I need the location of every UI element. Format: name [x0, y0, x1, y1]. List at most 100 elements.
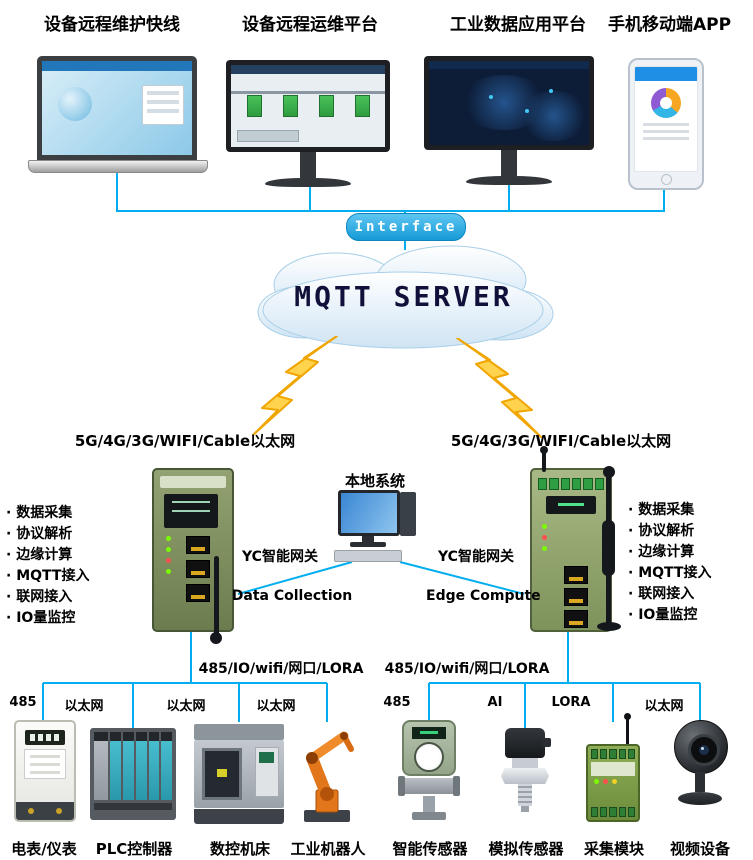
sensor-base — [412, 812, 446, 820]
meter-faceplate — [24, 749, 66, 779]
gateway-left-caption: Data Collection — [231, 588, 353, 604]
platform-label-remote-ops: 设备远程运维平台 — [242, 15, 378, 35]
plc-module — [123, 732, 134, 800]
camera-lens-ring — [688, 734, 720, 766]
electric-meter-device — [14, 720, 76, 822]
camera-head — [674, 720, 728, 774]
conn-label-ethernet: 以太网 — [644, 699, 684, 714]
laptop-base — [28, 160, 208, 173]
feature-item: MQTT接入 — [628, 563, 744, 584]
phone-device — [628, 58, 704, 190]
feature-item: IO量监控 — [628, 605, 744, 626]
meter-display — [25, 730, 65, 745]
pc-monitor — [338, 490, 400, 536]
gateway-leds — [166, 536, 171, 580]
lightning-bolt-right — [456, 338, 542, 438]
conn-label-ethernet: 以太网 — [64, 699, 104, 714]
phone-app-header — [635, 67, 697, 81]
gateway-body — [530, 446, 612, 632]
feature-item: 边缘计算 — [628, 542, 744, 563]
monitor-foot — [265, 178, 351, 187]
phone-list-row — [643, 137, 689, 140]
cable-gland — [543, 738, 551, 747]
conn-label-485: 485 — [9, 695, 37, 710]
cnc-chuck — [217, 769, 227, 777]
device-name-analog-sensor: 模拟传感器 — [488, 840, 564, 858]
laptop-login-panel — [142, 85, 184, 125]
gateway-antenna-stub — [540, 446, 548, 472]
transmitter-neck — [512, 758, 538, 768]
gateway-left-antenna-cap — [210, 632, 222, 644]
map-marker — [489, 95, 493, 99]
cnc-control-panel — [255, 747, 279, 797]
scada-table — [237, 130, 299, 142]
scada-screen — [231, 65, 385, 147]
platform-label-industrial-data: 工业数据应用平台 — [450, 15, 586, 35]
feature-list-right: 数据采集 协议解析 边缘计算 MQTT接入 联网接入 IO量监控 — [628, 500, 744, 626]
conn-label-ethernet: 以太网 — [256, 699, 296, 714]
gateway-right — [528, 446, 614, 638]
analog-transmitter-device — [496, 728, 554, 822]
gateway-left-antenna — [214, 556, 219, 638]
gateway-right-caption: Edge Compute — [426, 588, 541, 604]
map-marker — [525, 109, 529, 113]
phone-screen — [634, 66, 698, 172]
cnc-base — [194, 809, 284, 824]
monitor-foot — [466, 176, 552, 185]
local-system-label: 本地系统 — [344, 472, 405, 490]
platform-label-remote-maintenance: 设备远程维护快线 — [44, 15, 180, 35]
module-leds — [594, 779, 632, 784]
stem-tip — [521, 806, 529, 812]
device-name-plc: PLC控制器 — [95, 840, 173, 858]
conn-label-ethernet: 以太网 — [166, 699, 206, 714]
ethernet-port — [564, 610, 588, 628]
feature-item: 数据采集 — [6, 503, 122, 524]
gateway-right-name: YC智能网关 — [438, 549, 514, 565]
cloud-label: MQTT SERVER — [294, 280, 513, 313]
device-name-cnc: 数控机床 — [209, 840, 270, 858]
ethernet-port — [564, 566, 588, 584]
tank-shape — [319, 95, 334, 117]
gateway-display — [546, 496, 596, 514]
scada-header — [231, 65, 385, 74]
monitor-stand — [300, 152, 316, 178]
gateway-left-name: YC智能网关 — [242, 549, 318, 565]
pc-keyboard — [334, 550, 402, 562]
gateway-body — [152, 468, 234, 632]
device-name-robot: 工业机器人 — [290, 840, 366, 858]
cnc-body — [194, 740, 284, 808]
terminal-blocks — [591, 807, 636, 817]
module-label-plate — [591, 762, 635, 776]
feature-item: 协议解析 — [628, 521, 744, 542]
laptop-device — [28, 56, 208, 173]
industrial-robot-device — [304, 731, 354, 822]
plc-device — [90, 728, 176, 820]
collection-module-device — [586, 713, 640, 824]
sensor-pipe — [398, 776, 460, 796]
plc-rack — [94, 732, 172, 800]
plc-module — [148, 732, 160, 800]
feature-item: 协议解析 — [6, 524, 122, 545]
scada-pipe — [231, 91, 385, 94]
cloud-shape — [257, 245, 554, 349]
conn-label-lora: LORA — [551, 695, 591, 710]
device-name-meter: 电表/仪表 — [11, 840, 77, 858]
monitor-stand — [501, 150, 517, 176]
laptop-screen — [37, 56, 197, 160]
monitor-data-platform — [424, 56, 594, 185]
downlink-label-right: 485/IO/wifi/网口/LORA — [384, 661, 550, 677]
gateway-brand-strip — [160, 476, 226, 488]
tank-shape — [355, 95, 370, 117]
camera-lens — [699, 745, 709, 755]
threaded-stem — [518, 784, 532, 806]
module-antenna — [624, 713, 631, 744]
plc-module — [135, 732, 147, 800]
laptop-screen-header — [42, 61, 192, 71]
lightning-bolt-left — [252, 336, 338, 436]
video-camera-device — [668, 718, 732, 824]
feature-list-left: 数据采集 协议解析 边缘计算 MQTT接入 联网接入 IO量监控 — [6, 503, 122, 629]
smart-sensor-device — [398, 720, 460, 822]
uplink-label-left: 5G/4G/3G/WIFI/Cable以太网 — [74, 432, 296, 450]
sensor-display — [412, 727, 446, 739]
phone-list-row — [643, 123, 689, 126]
